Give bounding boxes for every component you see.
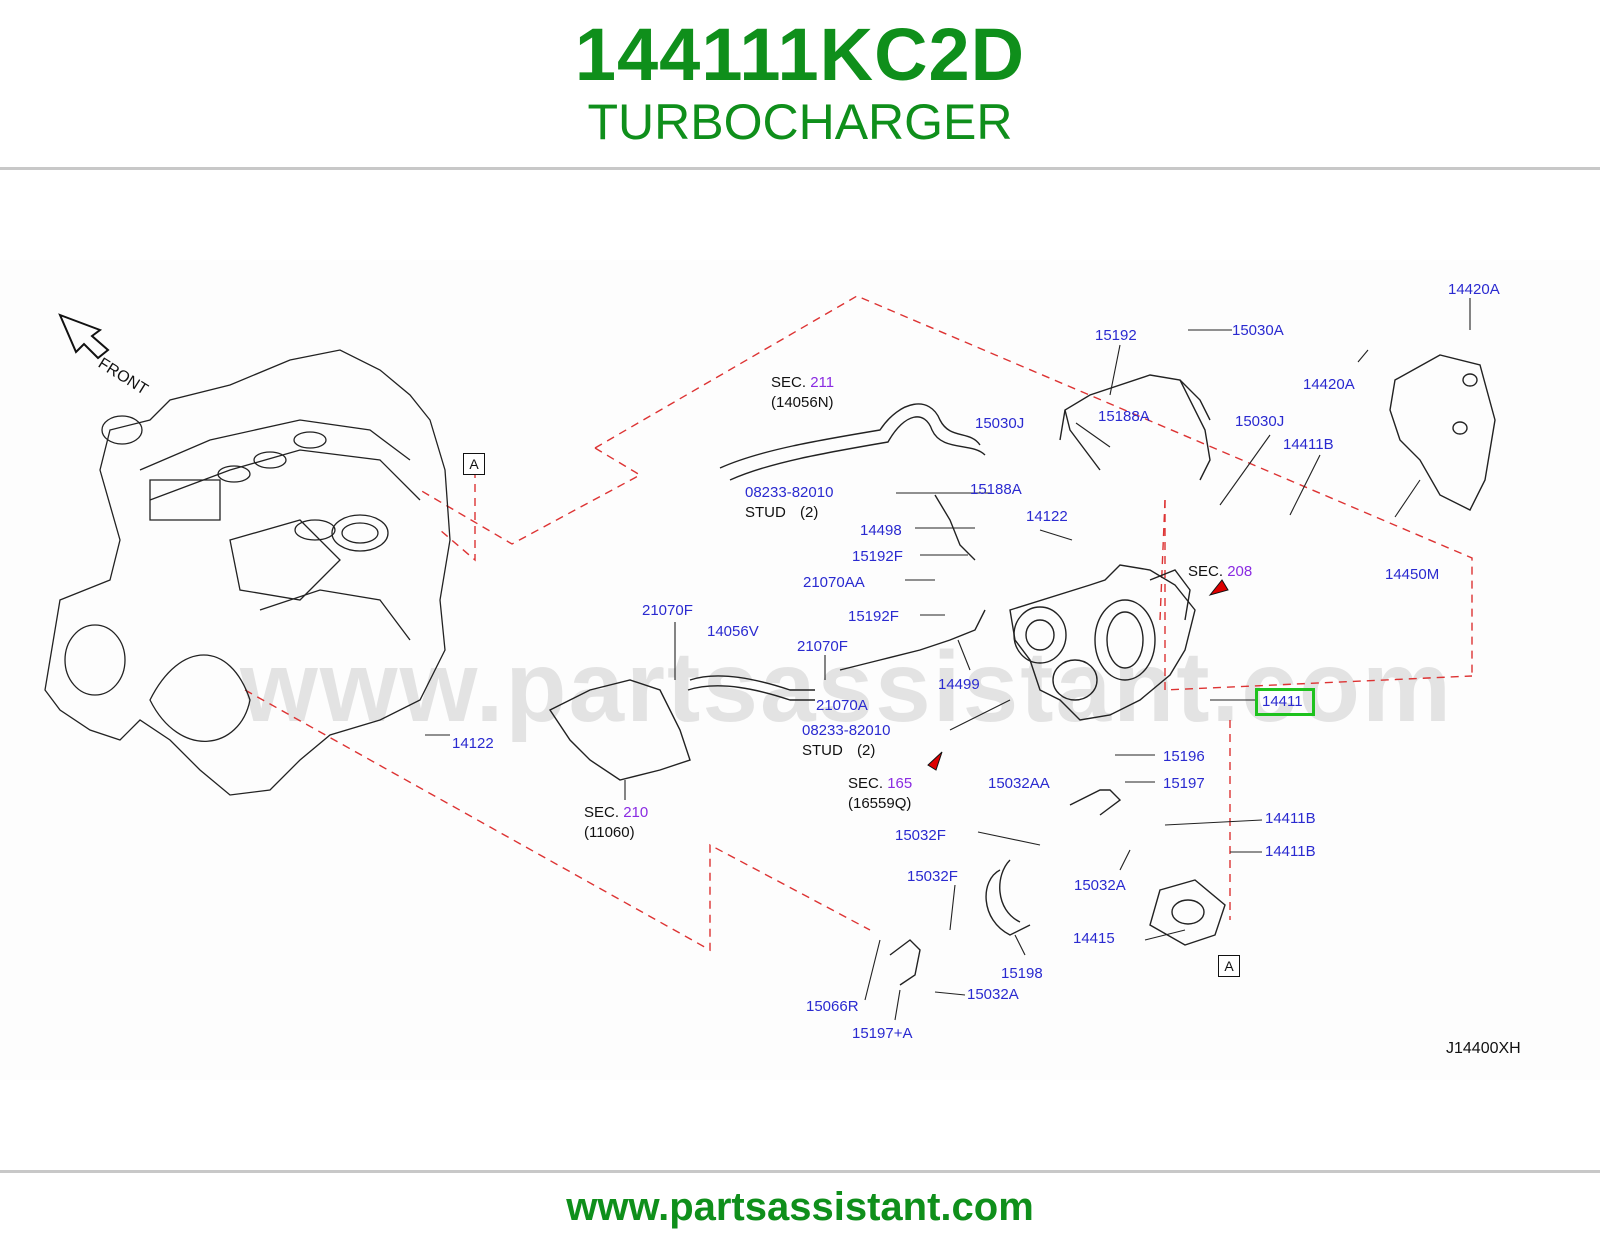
callout-15192F[interactable]: 15192F <box>852 548 903 565</box>
footer-website-link[interactable]: www.partsassistant.com <box>566 1185 1034 1229</box>
callout-14056V[interactable]: 14056V <box>707 623 759 640</box>
callout-15198[interactable]: 15198 <box>1001 965 1043 982</box>
callout-15032AA[interactable]: 15032AA <box>988 775 1050 792</box>
callout-14420A[interactable]: 14420A <box>1303 376 1355 393</box>
section-ref-211-code: (14056N) <box>771 394 834 411</box>
leader-lines <box>425 298 1471 1021</box>
section-ref-210-code: (11060) <box>584 824 635 841</box>
callout-14411B[interactable]: 14411B <box>1265 843 1316 860</box>
highlighted-part-number[interactable]: 14411 <box>1262 693 1303 710</box>
callout-15032A[interactable]: 15032A <box>967 986 1019 1003</box>
callout-14122[interactable]: 14122 <box>1026 508 1068 525</box>
section-ref-210[interactable]: SEC. 210 <box>584 804 648 822</box>
engine-block-drawing <box>44 349 451 796</box>
stud-quantity: (2) <box>800 504 819 521</box>
stud-label: STUD (2) <box>802 742 875 760</box>
sec-label: SEC. <box>584 804 620 821</box>
sec-number: 165 <box>887 775 913 792</box>
callout-14122[interactable]: 14122 <box>452 735 494 752</box>
section-ref-208[interactable]: SEC. 208 <box>1188 563 1252 581</box>
callout-15030A[interactable]: 15030A <box>1232 322 1284 339</box>
header-divider <box>0 167 1600 170</box>
diagram-reference-code: J14400XH <box>1446 1040 1521 1057</box>
pipes-and-hoses-drawing <box>548 374 1226 986</box>
callout-15188A[interactable]: 15188A <box>1098 408 1150 425</box>
turbocharger-drawing <box>1009 564 1196 721</box>
callout-14411B[interactable]: 14411B <box>1283 436 1334 453</box>
part-number-title: 144111KC2D <box>574 13 1026 96</box>
stud-label: STUD (2) <box>745 504 818 522</box>
callout-15066R[interactable]: 15066R <box>806 998 859 1015</box>
callout-21070F[interactable]: 21070F <box>642 602 693 619</box>
callout-15192[interactable]: 15192 <box>1095 327 1137 344</box>
sec-label: SEC. <box>771 374 807 391</box>
callout-08233-82010[interactable]: 08233-82010 <box>745 484 834 501</box>
callout-14411B[interactable]: 14411B <box>1265 810 1316 827</box>
callout-14498[interactable]: 14498 <box>860 522 902 539</box>
callout-15188A[interactable]: 15188A <box>970 481 1022 498</box>
heat-shield-drawing <box>1389 354 1496 511</box>
stud-text: STUD <box>745 504 786 521</box>
part-name-subtitle: TURBOCHARGER <box>587 94 1013 150</box>
callout-14415[interactable]: 14415 <box>1073 930 1115 947</box>
callout-15032A[interactable]: 15032A <box>1074 877 1126 894</box>
page-header: 144111KC2D TURBOCHARGER <box>0 0 1600 168</box>
reference-box-a-bottom: A <box>1218 955 1240 977</box>
footer-divider <box>0 1170 1600 1173</box>
callout-21070A[interactable]: 21070A <box>816 697 868 714</box>
callout-15032F[interactable]: 15032F <box>895 827 946 844</box>
callout-14499[interactable]: 14499 <box>938 676 980 693</box>
sec-number: 211 <box>810 374 835 391</box>
section-arrows <box>927 579 1229 771</box>
section-ref-211[interactable]: SEC. 211 <box>771 374 834 392</box>
callout-15197-plus-a[interactable]: 15197+A <box>852 1025 913 1042</box>
section-ref-165[interactable]: SEC. 165 <box>848 775 912 793</box>
sec-label: SEC. <box>1188 563 1224 580</box>
stud-text: STUD <box>802 742 843 759</box>
callout-15030J[interactable]: 15030J <box>975 415 1025 432</box>
callout-14450M[interactable]: 14450M <box>1385 566 1440 583</box>
watermark: www.partsassistant.com <box>240 631 1453 743</box>
callout-15197[interactable]: 15197 <box>1163 775 1205 792</box>
highlighted-part-box[interactable] <box>1255 688 1315 716</box>
reference-box-a-top: A <box>463 453 485 475</box>
callout-21070AA[interactable]: 21070AA <box>803 574 865 591</box>
callout-08233-82010[interactable]: 08233-82010 <box>802 722 891 739</box>
stud-quantity: (2) <box>857 742 876 759</box>
callout-14420A[interactable]: 14420A <box>1448 281 1500 298</box>
callout-15192F[interactable]: 15192F <box>848 608 899 625</box>
diagram-canvas <box>0 260 1600 1080</box>
sec-label: SEC. <box>848 775 884 792</box>
section-ref-165-code: (16559Q) <box>848 795 912 812</box>
callout-15196[interactable]: 15196 <box>1163 748 1205 765</box>
callout-15030J[interactable]: 15030J <box>1235 413 1285 430</box>
callout-21070F[interactable]: 21070F <box>797 638 848 655</box>
callout-15032F[interactable]: 15032F <box>907 868 958 885</box>
sec-number: 208 <box>1227 563 1253 580</box>
sec-number: 210 <box>623 804 649 821</box>
